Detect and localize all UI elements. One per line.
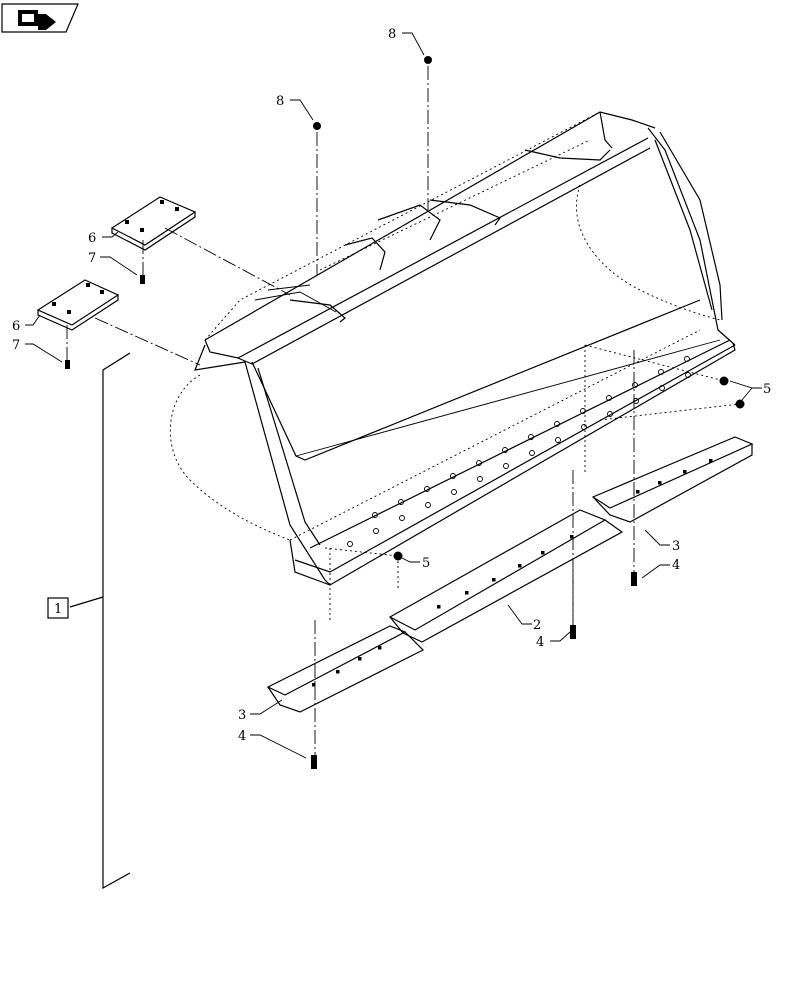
next-page-arrow-icon[interactable] <box>1 3 79 33</box>
edge-bolt-left <box>311 755 317 769</box>
loader-bucket <box>169 111 736 586</box>
cutting-edge-middle <box>388 509 624 643</box>
nut-right-a <box>719 376 729 386</box>
assembly-bracket <box>47 352 131 890</box>
callout-5-right: 5 <box>763 382 771 397</box>
callout-1: 1 <box>54 602 62 617</box>
callout-6-lower: 6 <box>12 319 20 334</box>
callout-5-center: 5 <box>422 556 430 571</box>
nut-top-left <box>313 122 321 130</box>
callout-6-upper: 6 <box>88 231 96 246</box>
bolt-lower <box>65 360 70 369</box>
callout-4-right: 4 <box>672 558 680 573</box>
callout-4-middle: 4 <box>536 635 544 650</box>
callout-3-left: 3 <box>238 708 246 723</box>
edge-bolt-right <box>631 572 637 586</box>
cutting-edge-right <box>591 436 754 523</box>
leader-lines <box>25 32 762 759</box>
callout-7-lower: 7 <box>12 338 20 353</box>
wear-plate-lower <box>36 279 120 331</box>
cutting-edge-left <box>266 625 425 713</box>
bolt-upper <box>140 275 145 284</box>
callout-4-left: 4 <box>238 729 246 744</box>
callout-2: 2 <box>533 618 541 633</box>
wear-plate-upper <box>110 196 197 251</box>
callout-8-left: 8 <box>276 94 284 109</box>
edge-bolt-middle <box>570 625 576 639</box>
callout-7-upper: 7 <box>88 251 96 266</box>
callout-8-right: 8 <box>388 27 396 42</box>
nut-top-right <box>424 56 432 64</box>
edge-bolt-holes <box>347 356 691 547</box>
callout-box-1 <box>47 597 69 619</box>
callout-3-right: 3 <box>672 539 680 554</box>
